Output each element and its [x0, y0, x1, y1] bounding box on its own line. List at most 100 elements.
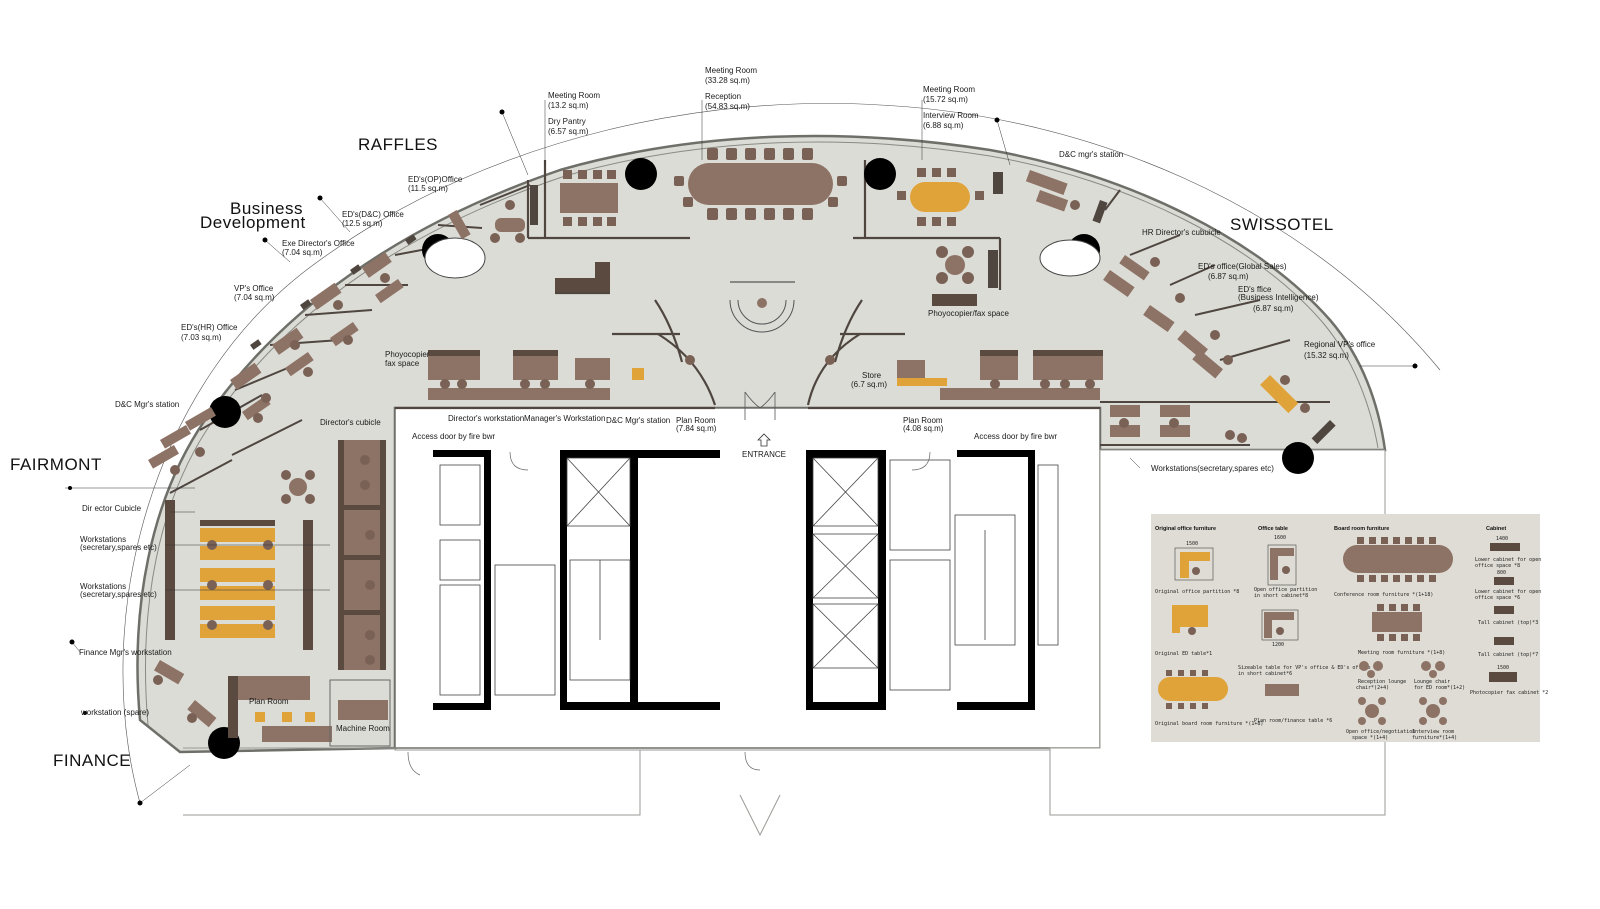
label-ed-global-area: (6.87 sq.m) [1208, 272, 1249, 281]
chairs-left [170, 200, 525, 475]
label-entrance: ENTRANCE [742, 450, 786, 459]
label-finance-mgr: Finance Mgr's workstation [79, 648, 172, 657]
board-room-table [674, 148, 847, 220]
label-director-ws: Director's workstation [448, 414, 524, 423]
legend-c13b: office space *8 [1475, 563, 1520, 569]
entrance-arrow [757, 433, 771, 447]
label-interview-area: (6.88 sq.m) [923, 121, 964, 130]
label-ws-2b: (secretary,spares etc) [80, 590, 157, 599]
label-ws-1: Workstations [80, 535, 126, 544]
legend-c12b: furniture*(1+4) [1412, 735, 1457, 741]
label-hr-dir: HR Director's cubuicle [1142, 228, 1221, 237]
label-ed-bi-2: (Business Intelligence) [1238, 293, 1319, 302]
core-area [394, 407, 1101, 749]
label-ed-bi-area: (6.87 sq.m) [1253, 304, 1294, 313]
label-plan-room-right-area: (4.08 sq.m) [903, 424, 944, 433]
core-thin-lines [439, 457, 1059, 696]
storage-left [250, 185, 538, 350]
legend-c10b: for ED room*(1+2) [1414, 685, 1465, 691]
legend-dim-1500: 1500 [1186, 541, 1198, 547]
label-plan-room-left: Plan Room [676, 416, 716, 425]
label-ed-op-area: (11.5 sq.m) [408, 184, 448, 193]
label-photocopier-left-1: Phoyocopier [385, 350, 430, 359]
storage-right [988, 172, 1336, 445]
column-pod-left [424, 237, 486, 279]
legend-c15: Tall cabinet (top)*3 [1478, 620, 1538, 626]
label-dry-pantry: Dry Pantry [548, 117, 586, 126]
core-walls [433, 450, 1035, 710]
legend-c3: Original board room furniture *(1+8) [1155, 721, 1263, 727]
office-furniture-right [1025, 169, 1299, 437]
label-meeting-left: Meeting Room [548, 91, 600, 100]
legend-c14b: office space *6 [1475, 595, 1520, 601]
label-photocopier-left-2: fax space [385, 359, 420, 368]
label-reception-area: (54.83 sq.m) [705, 102, 750, 111]
legend-c17: Photocopier fax cabinet *2 [1470, 690, 1548, 696]
pantry-counter-2 [595, 262, 610, 292]
label-access-right: Access door by fire bwr [974, 432, 1057, 441]
label-plan-room-left-area: (7.84 sq.m) [676, 424, 717, 433]
label-ed-hr: ED's(HR) Office [181, 323, 238, 332]
core-doors [407, 451, 931, 776]
legend-c9a: Reception lounge [1358, 679, 1406, 685]
meeting-room-left-table [560, 170, 618, 226]
label-machine-room: Machine Room [336, 724, 390, 733]
legend-h-cabinet: Cabinet [1486, 526, 1506, 532]
zone-raffles: RAFFLES [358, 135, 438, 154]
zone-arc-guide [122, 103, 1441, 804]
legend-c1: Original office partition *8 [1155, 589, 1239, 595]
leader-lines [65, 100, 1415, 804]
label-regional-vp: Regional VP's office [1304, 340, 1376, 349]
label-dc-mgr-top: D&C mgr's station [1059, 150, 1123, 159]
label-photocopier-top: Phoyocopier/fax space [928, 309, 1009, 318]
label-meeting-left-area: (13.2 sq.m) [548, 101, 589, 110]
label-dir-cubicle: Dir ector Cubicle [82, 504, 142, 513]
legend-c6: Plan room/finance table *6 [1254, 718, 1332, 724]
zone-finance: FINANCE [53, 751, 131, 770]
label-meeting-right: Meeting Room [923, 85, 975, 94]
finance-area [153, 660, 391, 747]
column-pod-right [1039, 239, 1101, 277]
middle-workstations [428, 350, 1103, 400]
zone-fairmont: FAIRMONT [10, 455, 102, 474]
label-manager-ws: Manager's Workstation [524, 414, 605, 423]
label-ws-right: Workstations(secretary,spares etc) [1151, 464, 1274, 473]
label-ws-2: Workstations [80, 582, 126, 591]
label-interview: Interview Room [923, 111, 979, 120]
legend-c12a: Interview room [1412, 729, 1454, 735]
label-dc-mgr-left: D&C Mgr's station [115, 400, 179, 409]
chairs-right [1070, 200, 1310, 443]
left-cubicles [165, 440, 386, 670]
lower-slab-left [183, 747, 641, 816]
leader-dots [68, 109, 1418, 806]
label-reception: Reception [705, 92, 741, 101]
floor-plate [136, 134, 1387, 754]
photocopier-block [932, 294, 977, 306]
legend-dim-800: 800 [1497, 570, 1506, 576]
label-ed-dc: ED's(D&C) Office [342, 210, 404, 219]
legend-c8: Meeting room furniture *(1+8) [1358, 650, 1445, 656]
label-dry-pantry-area: (6.57 sq.m) [548, 127, 589, 136]
label-director-cubicle: Director's cubicle [320, 418, 381, 427]
label-ws-spare: workstation (spare) [80, 708, 149, 717]
legend-c7: Conference room furniture *(1+18) [1334, 592, 1433, 598]
legend-dim-1400: 1400 [1496, 536, 1508, 542]
outer-glass-line [145, 141, 1379, 726]
label-vp-office-area: (7.04 sq.m) [234, 293, 275, 302]
furniture-legend: Original office furniture Office table B… [1151, 514, 1548, 742]
label-plan-room-right: Plan Room [903, 416, 943, 425]
legend-dim-1500b: 1500 [1497, 665, 1509, 671]
room-labels: Meeting Room (33.28 sq.m) Reception (54.… [79, 66, 1376, 733]
slab-notch [739, 794, 781, 837]
legend-c16: Tall cabinet (top)*7 [1478, 652, 1538, 658]
legend-dim-1600: 1600 [1274, 535, 1286, 541]
label-meeting-top: Meeting Room [705, 66, 757, 75]
interview-table [936, 246, 974, 284]
legend-c4a: Open office partition [1254, 587, 1317, 593]
label-store-area: (6.7 sq.m) [851, 380, 887, 389]
label-vp-office: VP's Office [234, 284, 274, 293]
label-ed-bi-1: ED's ffice [1238, 285, 1272, 294]
legend-h-original: Original office furniture [1155, 526, 1216, 532]
legend-c5b: in short cabinet*6 [1238, 671, 1292, 677]
label-ws-1b: (secretary,spares etc) [80, 543, 157, 552]
